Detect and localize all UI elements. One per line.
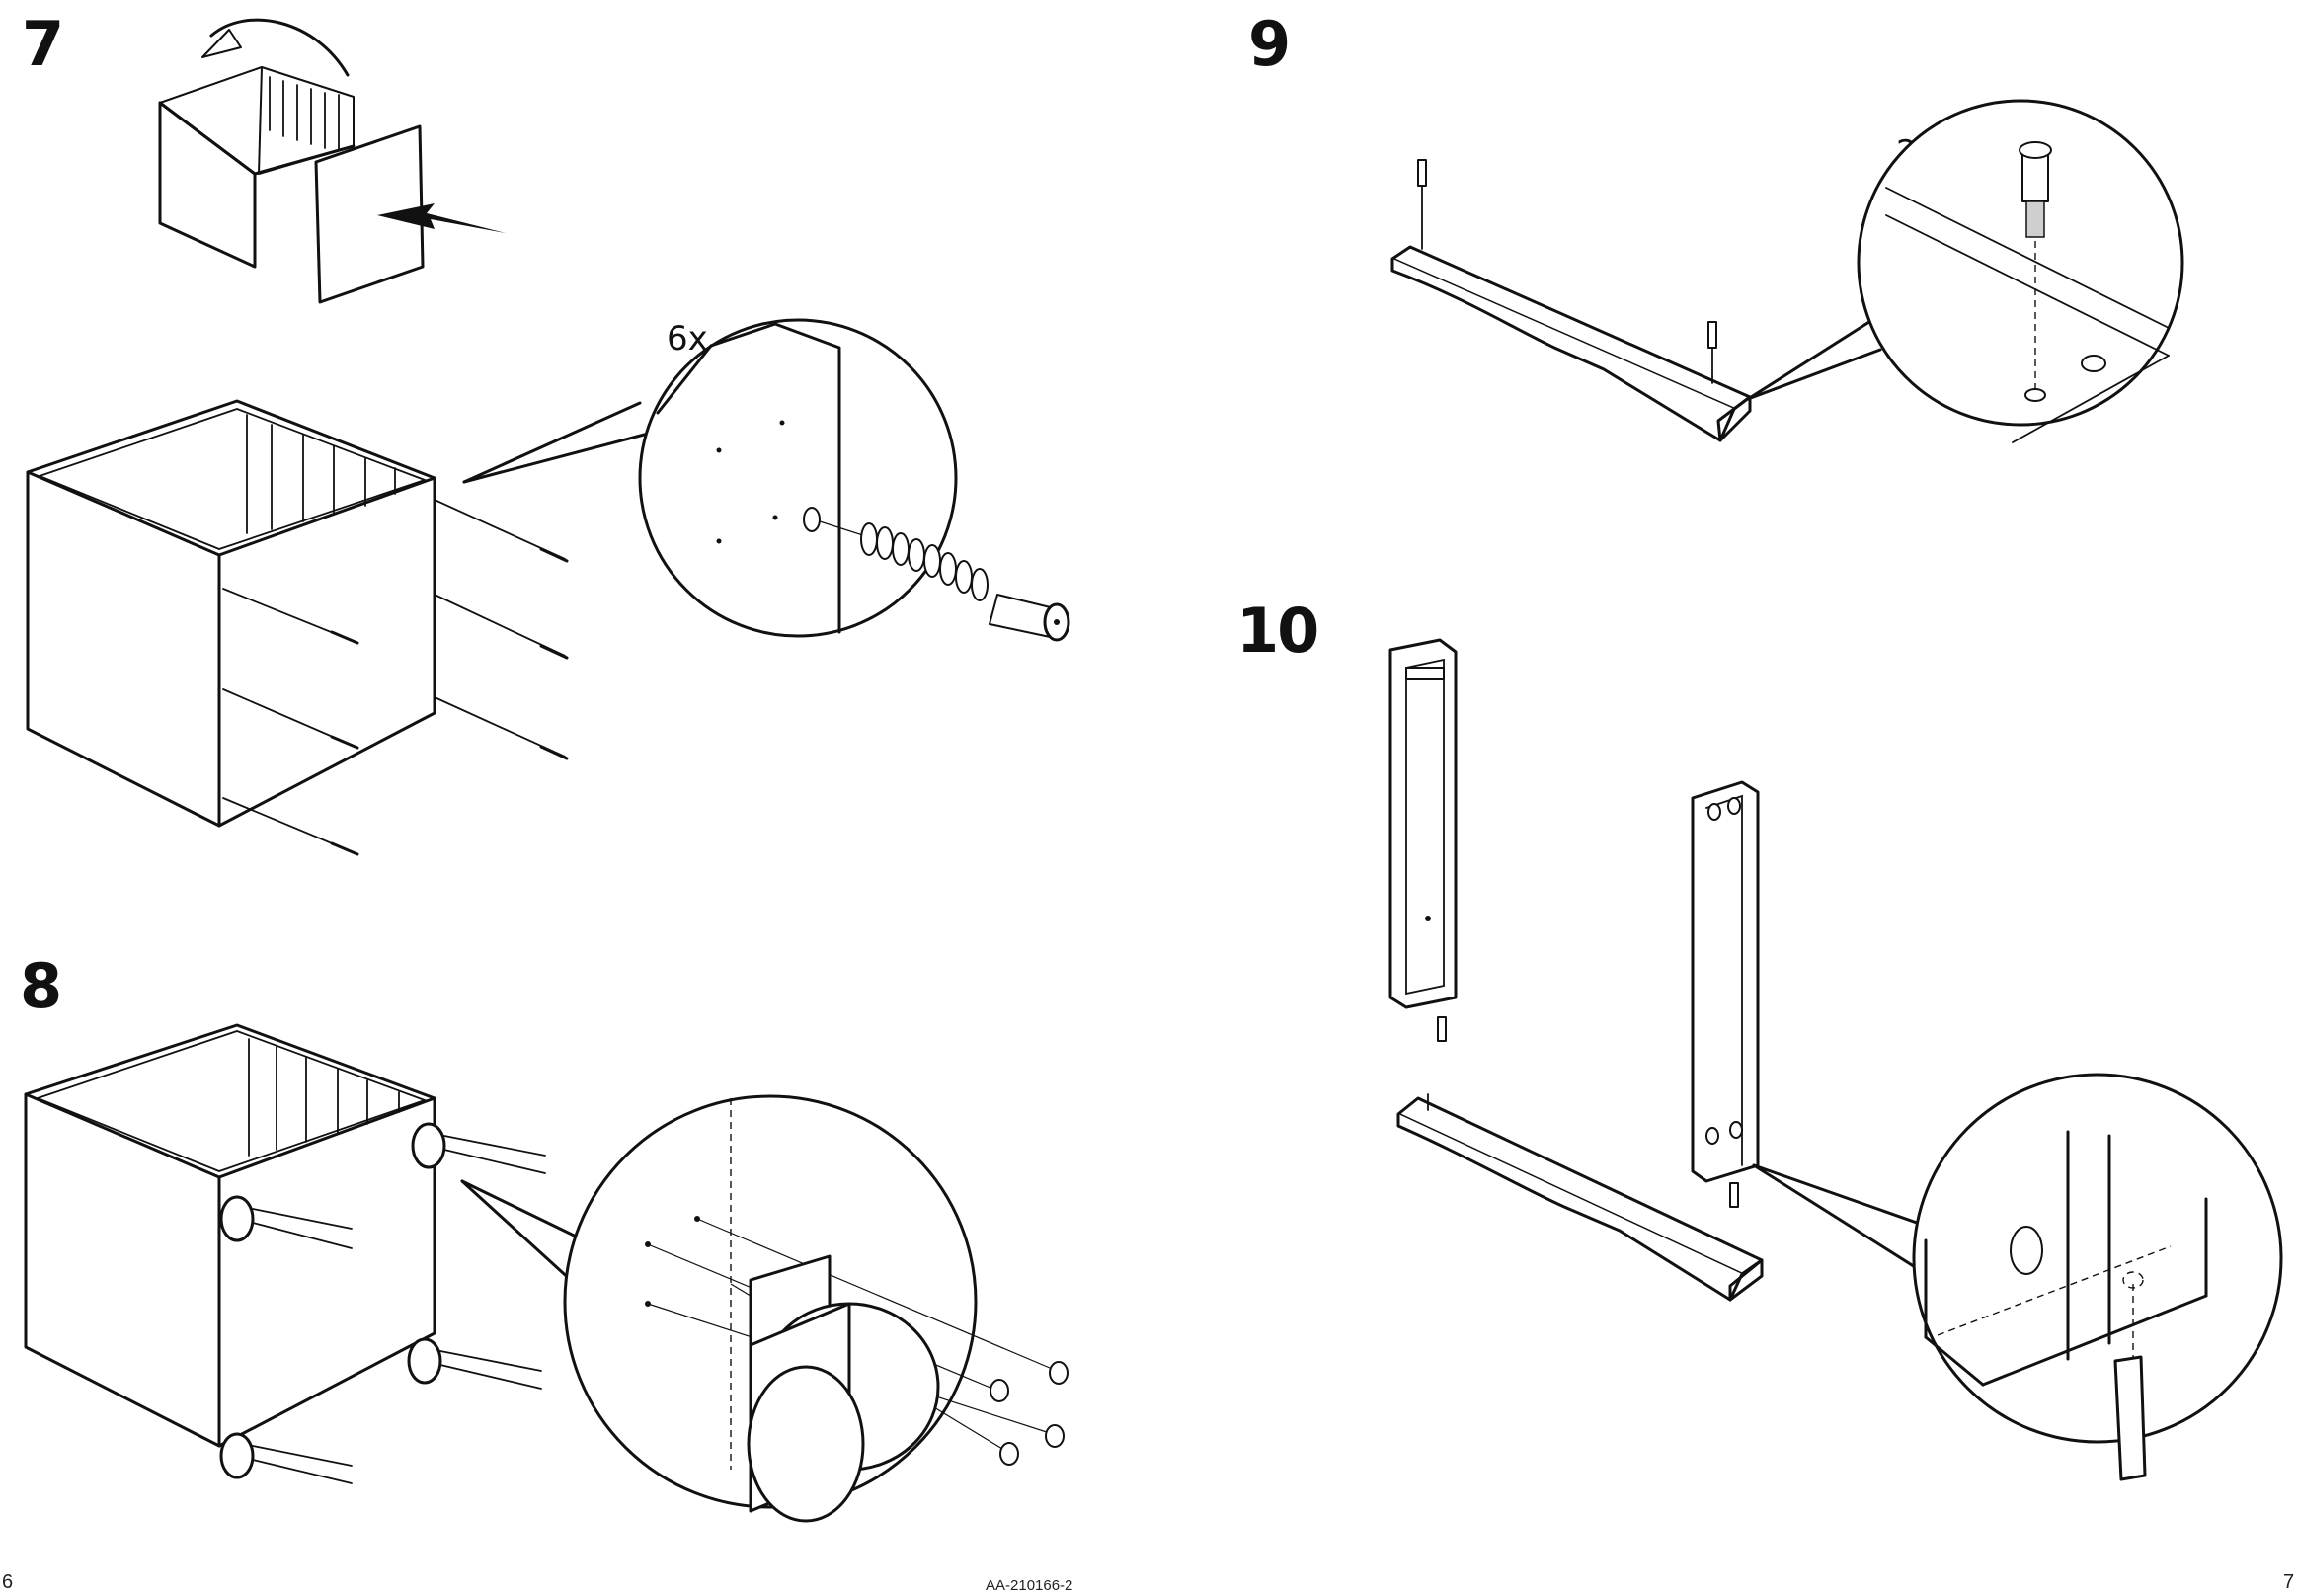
detail-callout-circle: [638, 318, 958, 638]
back-panel: [314, 124, 425, 304]
step-number-8: 8: [20, 950, 62, 1022]
page-number-right: 7: [2283, 1571, 2295, 1593]
dowel-left: [1437, 1016, 1447, 1042]
castor-screws: [252, 1135, 546, 1484]
step-7-carcass-illustration: [26, 318, 1070, 856]
step-9-rail-illustration: [1390, 99, 2184, 443]
upright-left: [1388, 638, 1458, 1009]
push-arrow-icon: [377, 203, 506, 233]
rotate-arrow-curve: [209, 18, 350, 77]
step-8-castor-illustration: [24, 1023, 1069, 1523]
cam-dowel-detail: [860, 522, 1070, 642]
castor-screw-details: [990, 1361, 1069, 1466]
upright-right: [1691, 780, 1760, 1183]
quantity-label-step-7: 6x: [667, 319, 708, 359]
step-number-9: 9: [1248, 8, 1291, 80]
cam-bolt-detail: [2019, 141, 2106, 402]
page-number-left: 6: [2, 1571, 14, 1593]
step-number-7: 7: [22, 8, 64, 80]
dowel-callout-circle: [1912, 1073, 2283, 1444]
dowel-detail: [2113, 1355, 2147, 1481]
step-number-10: 10: [1236, 595, 1319, 667]
cam-dowels: [222, 499, 566, 854]
castor-wheel-detail: [747, 1365, 865, 1523]
dowel-right: [1729, 1182, 1739, 1208]
cam-bolt-callout-circle: [1857, 99, 2184, 427]
castor-wheels: [219, 1122, 446, 1479]
step-7-back-panel-illustration: [158, 18, 506, 304]
step-10-upright-illustration: [1388, 638, 2283, 1481]
rotate-arrow-head-icon: [201, 29, 242, 58]
document-code: AA-210166-2: [986, 1577, 1073, 1594]
